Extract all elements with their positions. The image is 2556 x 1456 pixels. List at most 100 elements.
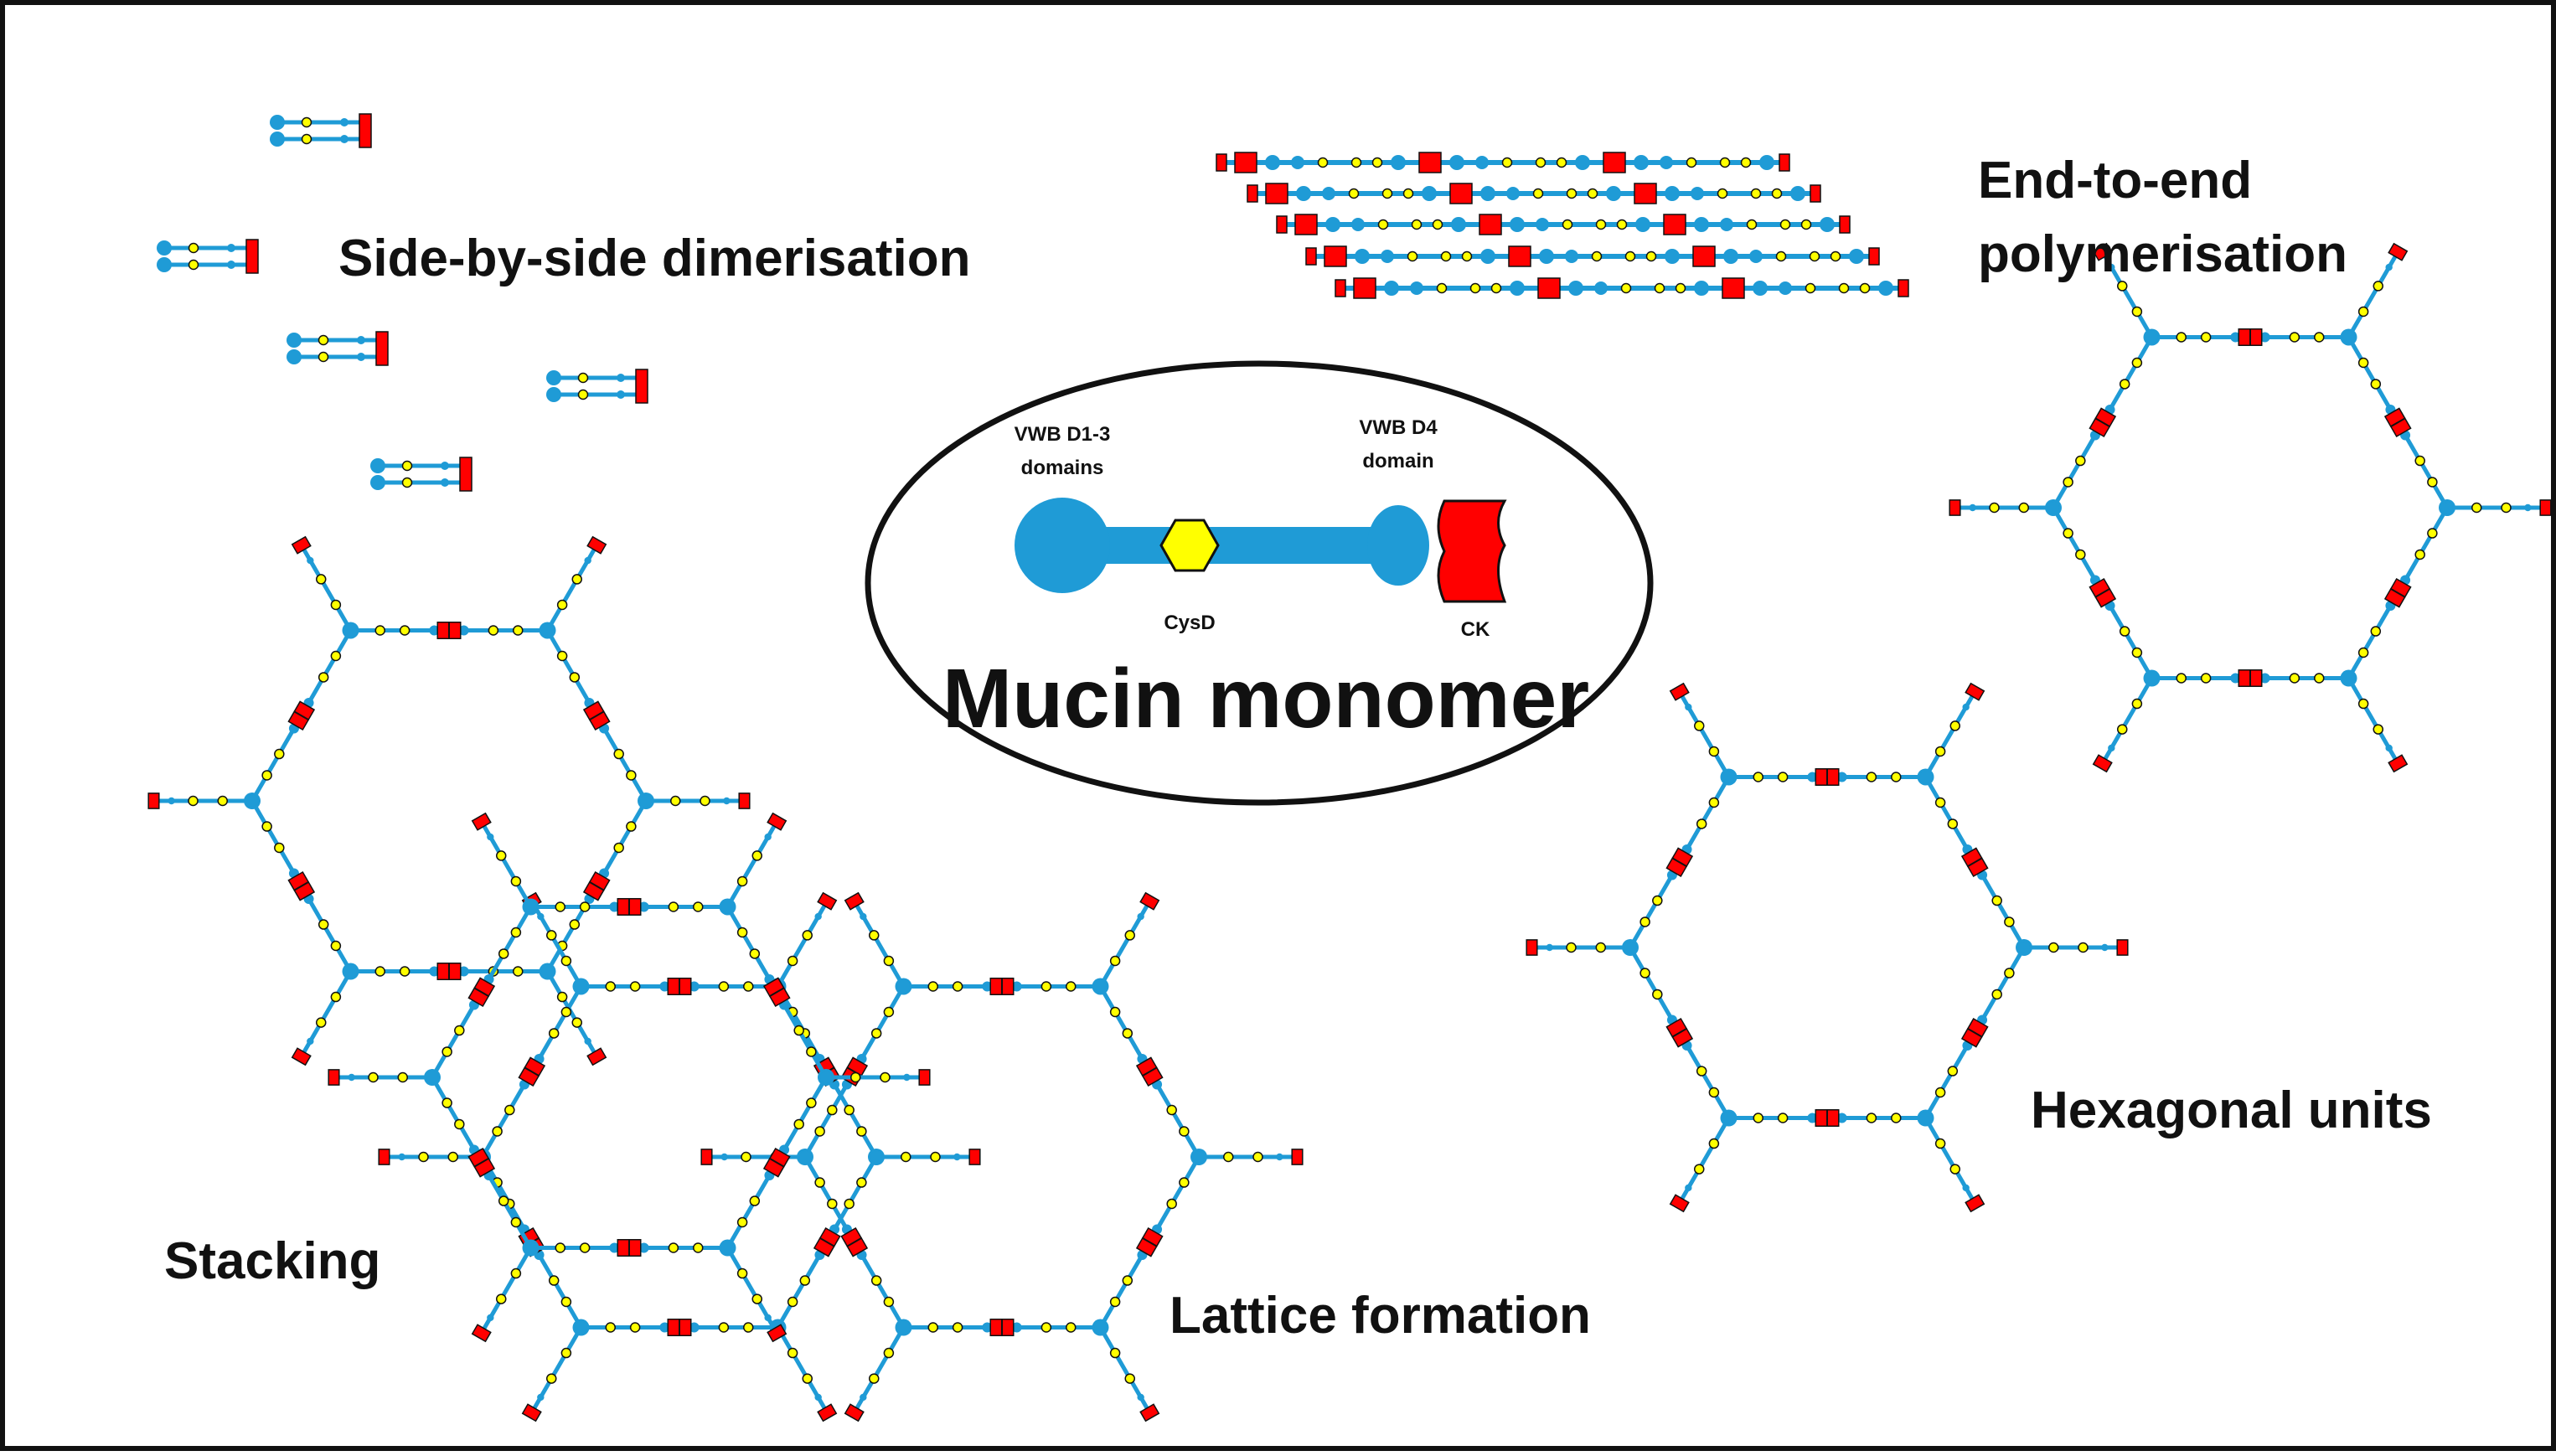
- vwb-domain: [689, 981, 700, 992]
- cysd-domain: [1109, 1296, 1121, 1308]
- vwb-domain: [357, 353, 365, 361]
- cysd-domain: [1771, 188, 1783, 199]
- ck-domain: [1634, 183, 1657, 204]
- cysd-domain: [1109, 955, 1121, 967]
- cysd-domain: [927, 981, 938, 992]
- vwb-domain: [1753, 281, 1768, 296]
- ck-domain: [1692, 245, 1716, 267]
- vwb-domain: [2524, 503, 2532, 512]
- ck-domain: [1135, 1237, 1158, 1257]
- cysd-domain: [1800, 219, 1812, 230]
- cysd-domain: [1595, 942, 1606, 953]
- cysd-domain: [2357, 357, 2369, 369]
- vwb-domain: [157, 240, 172, 256]
- cysd-domain: [2414, 455, 2425, 467]
- cysd-domain: [1317, 157, 1329, 168]
- cysd-domain: [569, 919, 581, 930]
- ck-domain: [2092, 754, 2113, 773]
- vwb-domain: [659, 981, 670, 992]
- cysd-domain: [1252, 1151, 1263, 1163]
- vwb-domain: [1325, 217, 1340, 232]
- cysd-domain: [2357, 647, 2369, 658]
- ck-domain: [679, 977, 692, 995]
- vwb-domain: [1137, 1393, 1144, 1402]
- cysd-domain: [2075, 455, 2086, 467]
- ck-domain: [918, 1069, 931, 1086]
- cysd-domain: [555, 1242, 565, 1253]
- ck-label: CK: [1461, 618, 1490, 641]
- cysd-domain: [870, 1028, 882, 1039]
- vwb-domain: [720, 1153, 728, 1161]
- vwb-domain: [723, 797, 731, 805]
- ck-domain: [1663, 214, 1686, 235]
- vwb-domain: [1694, 217, 1709, 232]
- ck-domain: [586, 535, 607, 555]
- cysd-domain: [2370, 379, 2382, 390]
- end-to-end-polymer: [1335, 277, 1909, 299]
- ck-domain: [1508, 245, 1531, 267]
- lattice-hexagon-1: [147, 535, 751, 1066]
- ck-domain: [2238, 669, 2251, 688]
- ck-domain: [1898, 279, 1909, 297]
- ck-domain: [586, 1047, 607, 1066]
- cysd-domain: [556, 650, 568, 662]
- cysd-domain: [787, 1296, 798, 1308]
- cysd-domain: [1407, 250, 1418, 262]
- vwb-domain: [1410, 281, 1423, 295]
- vwb-domain: [1720, 218, 1733, 231]
- ck-domain: [1949, 499, 1961, 516]
- cysd-domain: [743, 1322, 754, 1333]
- vwb-domain: [2441, 502, 2453, 514]
- cysd-domain: [2131, 647, 2143, 658]
- vwb-domain: [1384, 281, 1399, 296]
- ck-domain: [767, 812, 787, 831]
- vwb-domain: [638, 901, 649, 912]
- vwb-domain: [1539, 249, 1554, 264]
- ck-domain: [1294, 214, 1318, 235]
- vwb-domain: [575, 1321, 587, 1334]
- vwb-domain: [426, 1071, 438, 1083]
- cysd-domain: [1066, 1322, 1077, 1333]
- vwb-domain: [441, 462, 449, 470]
- ck-domain: [1234, 152, 1257, 173]
- cysd-domain: [1490, 282, 1502, 294]
- cysd-domain: [856, 1177, 867, 1188]
- cysd-domain: [1532, 188, 1544, 199]
- ck-domain: [2238, 328, 2251, 346]
- vwb-domain: [2342, 331, 2355, 343]
- vwb-domain: [1807, 1113, 1818, 1123]
- cysd-domain: [1654, 282, 1665, 294]
- cysd-domain: [927, 1322, 938, 1333]
- stacking-hexagon-back: [328, 812, 931, 1343]
- vwb-domain: [764, 833, 772, 841]
- cysd-domain: [1566, 942, 1577, 953]
- cysd-domain: [827, 1104, 838, 1116]
- monomer-ellipse: [865, 360, 1654, 806]
- ck-domain: [1479, 214, 1502, 235]
- vwb-domain: [287, 333, 302, 348]
- vwb-domain: [575, 980, 587, 993]
- cysd-domain: [560, 1347, 572, 1359]
- cysd-domain: [510, 1216, 522, 1228]
- hexagonal-units-label: Hexagonal units: [2031, 1082, 2432, 1139]
- cysd-domain: [1652, 895, 1663, 906]
- vwb-domain: [953, 1153, 961, 1161]
- vwb-domain: [1381, 250, 1394, 263]
- cysd-domain: [605, 1322, 616, 1333]
- vwb-domain: [1510, 281, 1525, 296]
- cysd-domain: [498, 1195, 509, 1206]
- cysd-domain: [513, 625, 524, 636]
- cysd-domain: [850, 1071, 861, 1083]
- vwb-domain: [764, 1314, 772, 1322]
- cysd-domain: [1377, 219, 1389, 230]
- vwb-domain: [524, 901, 537, 913]
- cysd-domain: [577, 372, 589, 384]
- lattice-hexagon-2: [700, 891, 1304, 1422]
- cysd-domain: [2176, 332, 2187, 343]
- cysd-domain: [2289, 673, 2300, 684]
- ck-domain: [628, 897, 642, 916]
- cysd-domain: [510, 1268, 522, 1279]
- cysd-domain: [1779, 219, 1791, 230]
- cysd-domain: [330, 940, 342, 952]
- cysd-domain: [1556, 157, 1567, 168]
